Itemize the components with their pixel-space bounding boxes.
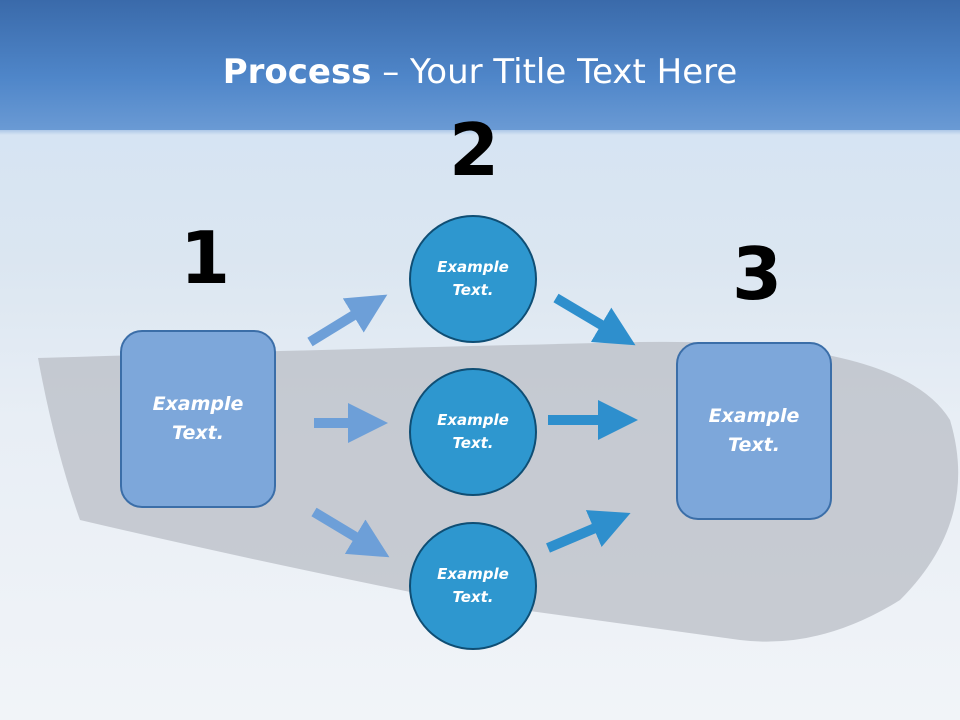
box-left-line2: Text.	[172, 422, 224, 444]
process-box-left[interactable]: Example Text.	[120, 330, 276, 508]
step-number-1: 1	[180, 216, 231, 300]
process-circle-top[interactable]: Example Text.	[409, 215, 537, 343]
title-bold-part: Process	[222, 52, 372, 92]
arrow-top-to-right	[553, 293, 636, 346]
process-box-right[interactable]: Example Text.	[676, 342, 832, 520]
circle-bottom-label: Example Text.	[437, 563, 509, 609]
box-right-line2: Text.	[728, 434, 780, 456]
circle-middle-label: Example Text.	[437, 409, 509, 455]
process-circle-middle[interactable]: Example Text.	[409, 368, 537, 496]
circle-middle-line2: Text.	[452, 434, 494, 452]
circle-top-line2: Text.	[452, 281, 494, 299]
circle-bottom-line2: Text.	[452, 588, 494, 606]
title-rest-part: – Your Title Text Here	[371, 52, 738, 92]
process-circle-bottom[interactable]: Example Text.	[409, 522, 537, 650]
circle-top-line1: Example	[437, 258, 509, 276]
step-number-2: 2	[449, 108, 500, 192]
arrow-bottom-to-right	[546, 510, 631, 553]
box-right-line1: Example	[708, 405, 800, 427]
circle-middle-line1: Example	[437, 411, 509, 429]
arrow-left-to-top	[307, 294, 388, 347]
title-bar	[0, 0, 960, 130]
box-left-label: Example Text.	[153, 390, 244, 448]
box-right-label: Example Text.	[709, 402, 800, 460]
arrow-left-to-bottom	[311, 507, 390, 558]
box-left-line1: Example	[152, 393, 244, 415]
circle-bottom-line1: Example	[437, 565, 509, 583]
circle-top-label: Example Text.	[437, 256, 509, 302]
slide-title: Process – Your Title Text Here	[0, 52, 960, 92]
step-number-3: 3	[732, 232, 783, 316]
